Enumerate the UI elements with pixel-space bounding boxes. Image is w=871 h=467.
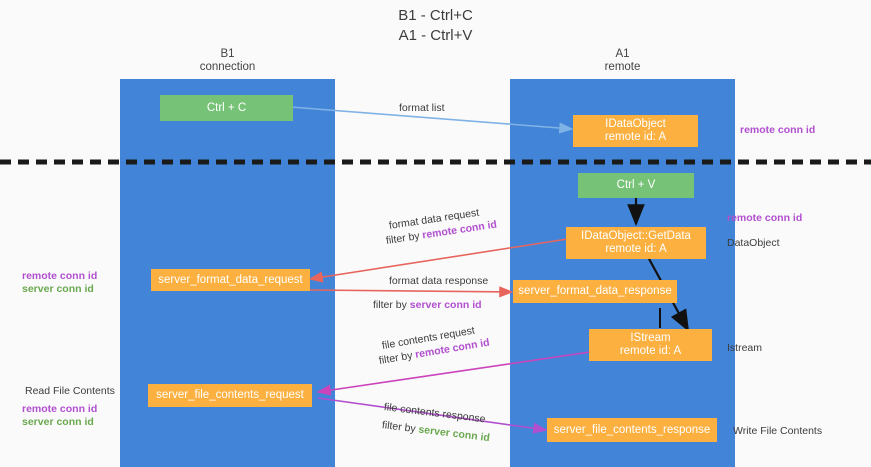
node-server-format-data-request[interactable]: server_format_data_request — [151, 269, 310, 291]
lane-header-a1: A1 remote — [510, 48, 735, 74]
annotation-right-mid-remote-conn-id: remote conn id — [727, 212, 803, 224]
annotation-left-mid-server-conn-id: server conn id — [22, 283, 94, 295]
node-server-file-contents-response-label: server_file_contents_response — [553, 423, 711, 436]
node-ctrl-c[interactable]: Ctrl + C — [160, 95, 293, 121]
node-ctrl-c-label: Ctrl + C — [206, 101, 247, 114]
node-getdata-label: IDataObject::GetData — [581, 230, 691, 242]
filter-prefix: filter by — [385, 229, 424, 247]
annotation-left-bottom-server-conn-id: server conn id — [22, 416, 94, 428]
title-line-2: A1 - Ctrl+V — [398, 27, 473, 44]
annotation-istream: Istream — [727, 342, 763, 354]
annotation-right-top-remote-conn-id: remote conn id — [740, 124, 816, 136]
edge-label-format-data-response: format data response — [389, 275, 489, 287]
lane-header-a1-name: A1 — [615, 48, 630, 60]
filter-prefix: filter by — [381, 419, 420, 436]
node-idataobject-label: IDataObject — [605, 118, 666, 130]
node-getdata-sublabel: remote id: A — [605, 243, 667, 255]
annotation-dataobject: DataObject — [727, 237, 780, 249]
title-line-1: B1 - Ctrl+C — [398, 7, 473, 24]
edge-label-format-data-response-filter: filter by server conn id — [373, 298, 482, 312]
node-server-format-data-response[interactable]: server_format_data_response — [513, 280, 677, 303]
page-title: B1 - Ctrl+C A1 - Ctrl+V — [0, 6, 871, 46]
annotation-left-bottom-remote-conn-id: remote conn id — [22, 403, 98, 415]
annotation-left-mid-remote-conn-id: remote conn id — [22, 270, 98, 282]
node-istream-label: IStream — [630, 332, 671, 344]
annotation-write-file-contents: Write File Contents — [733, 425, 823, 437]
filter-key-server-conn-id: server conn id — [417, 423, 491, 445]
lane-header-b1-sub: connection — [199, 61, 256, 73]
node-getdata[interactable]: IDataObject::GetData remote id: A — [566, 227, 706, 259]
filter-prefix: filter by — [373, 299, 410, 311]
annotation-read-file-contents: Read File Contents — [25, 385, 115, 397]
node-server-format-data-request-label: server_format_data_request — [158, 273, 303, 286]
node-idataobject-sublabel: remote id: A — [604, 131, 667, 143]
lane-header-b1: B1 connection — [120, 48, 335, 74]
node-ctrl-v[interactable]: Ctrl + V — [578, 173, 694, 198]
node-idataobject[interactable]: IDataObject remote id: A — [573, 115, 698, 147]
node-server-file-contents-request-label: server_file_contents_request — [156, 389, 304, 401]
lane-header-b1-name: B1 — [220, 48, 235, 60]
node-ctrl-v-label: Ctrl + V — [616, 179, 656, 191]
filter-key-server-conn-id: server conn id — [409, 299, 482, 311]
arrow-format-data-response — [309, 286, 514, 298]
node-istream[interactable]: IStream remote id: A — [589, 329, 712, 361]
lane-header-a1-sub: remote — [604, 61, 641, 73]
node-server-file-contents-request[interactable]: server_file_contents_request — [148, 384, 312, 407]
edge-label-format-list: format list — [399, 102, 445, 114]
node-istream-sublabel: remote id: A — [619, 345, 682, 357]
node-server-format-data-response-label: server_format_data_response — [518, 285, 672, 297]
node-server-file-contents-response[interactable]: server_file_contents_response — [547, 418, 717, 442]
